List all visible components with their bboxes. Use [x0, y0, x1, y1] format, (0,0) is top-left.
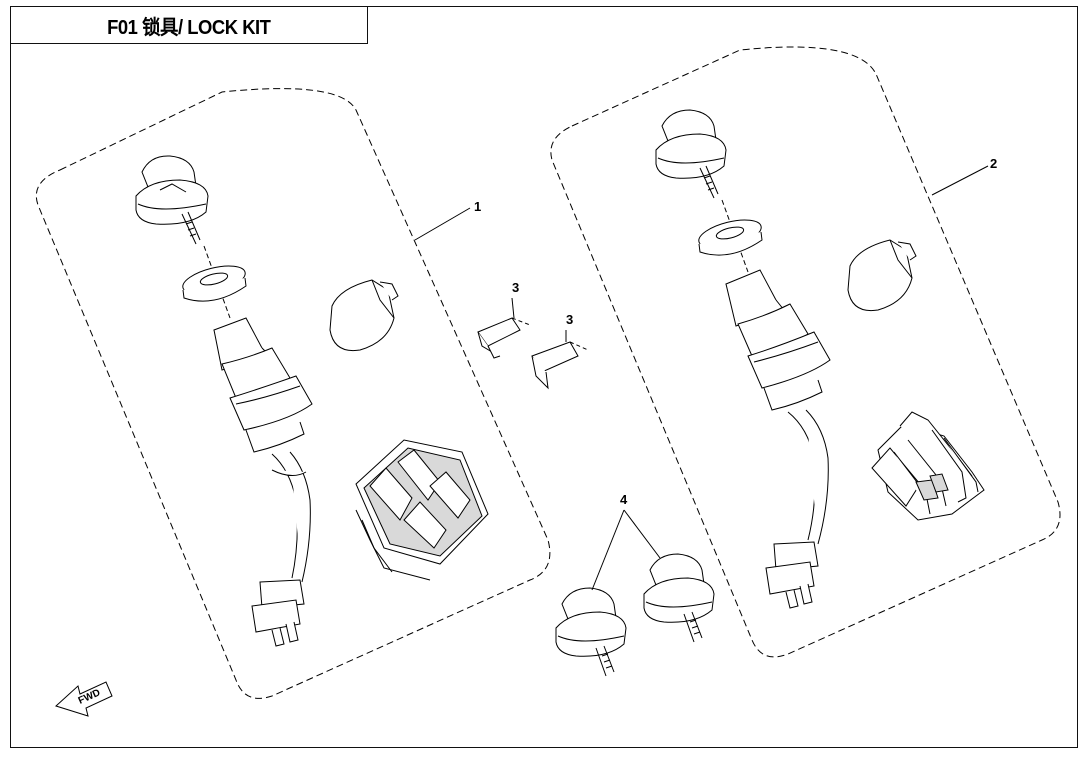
kit-2-key	[655, 109, 727, 199]
kit-2-switch-body	[725, 269, 831, 545]
kit-2-connector	[765, 541, 819, 609]
kit-2-group-outline	[550, 46, 1061, 658]
part-3-bushing-a	[477, 317, 531, 359]
title-box: F01 锁具/ LOCK KIT	[10, 6, 368, 44]
kit-2-lock-housing	[871, 411, 985, 521]
callout-3b: 3	[566, 312, 573, 327]
kit-1-switch-body	[213, 317, 313, 583]
kit-2-cap	[847, 239, 917, 312]
callout-4: 4	[620, 492, 628, 507]
part-4-key-a	[555, 587, 627, 677]
kit-1-washer	[182, 265, 247, 302]
callout-3a: 3	[512, 280, 519, 295]
fwd-arrow-icon	[55, 681, 113, 717]
part-4-key-b	[643, 553, 715, 643]
page-title: F01 锁具/ LOCK KIT	[107, 16, 271, 39]
kit-1-group-outline	[35, 88, 551, 699]
kit-1-cap	[329, 279, 399, 352]
drawing-frame	[10, 6, 1078, 748]
callout-2: 2	[990, 156, 997, 171]
kit-1-key	[135, 155, 209, 245]
kit-1-connector	[251, 579, 305, 647]
part-3-bushing-b	[531, 341, 589, 390]
kit-2-washer	[698, 219, 763, 256]
callout-1: 1	[474, 199, 481, 214]
kit-1-lock-housing	[355, 439, 489, 581]
